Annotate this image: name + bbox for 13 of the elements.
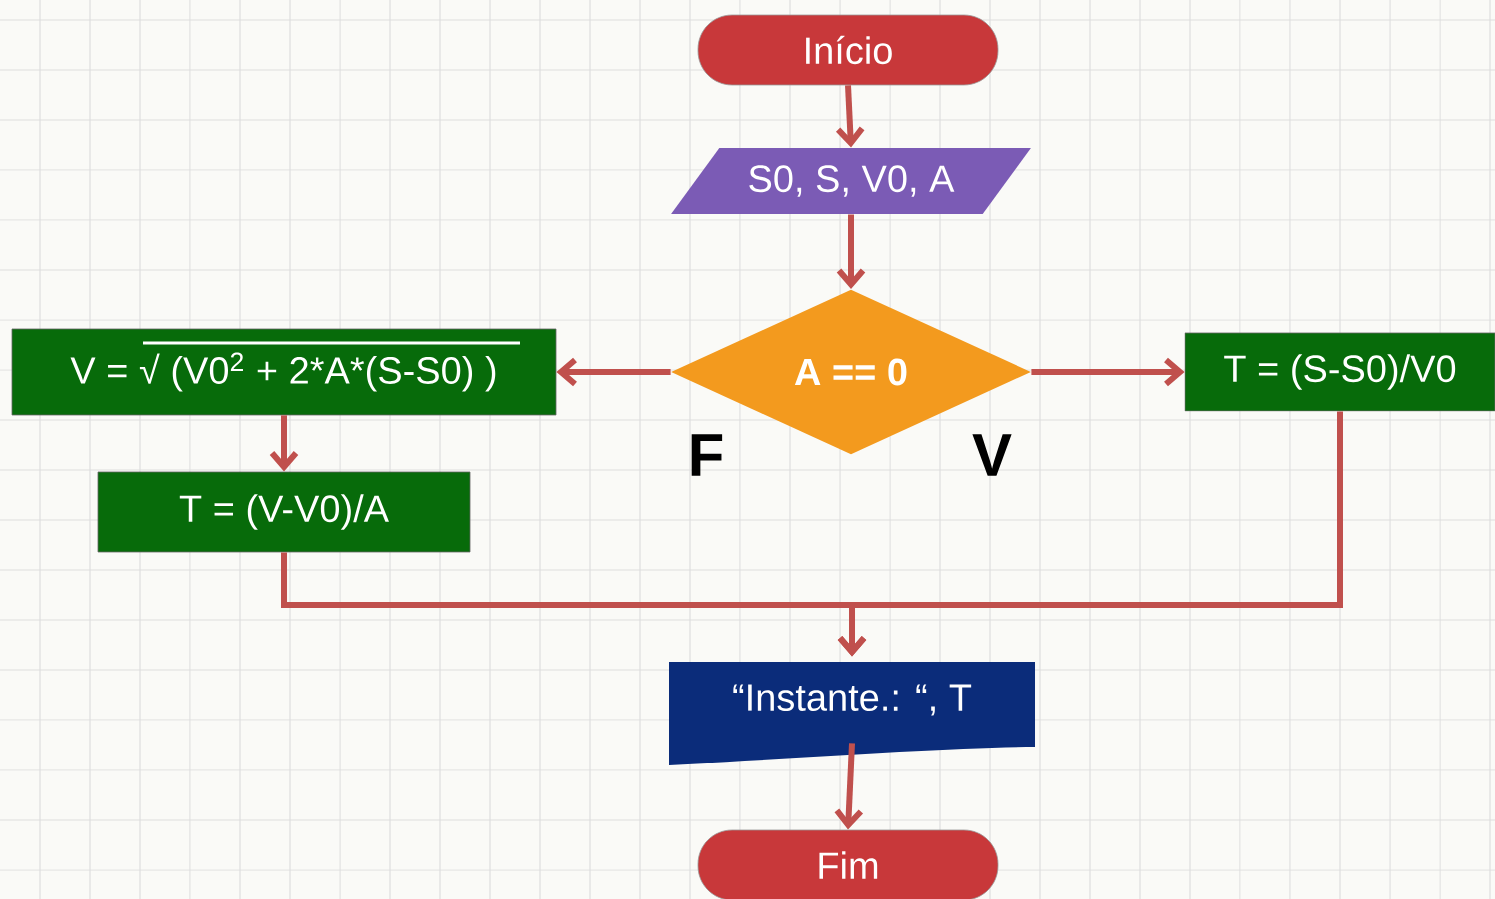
arrow (835, 85, 865, 148)
arrow (269, 415, 299, 472)
process-box: T = (V-V0)/A (97, 471, 471, 553)
arrow (837, 411, 1343, 657)
input-parallelogram: S0, S, V0, A (671, 148, 1031, 214)
arrow (836, 214, 866, 290)
start-terminal: Início (697, 14, 999, 86)
arrow (556, 357, 671, 387)
arrow (1031, 357, 1185, 387)
arrow (834, 743, 864, 830)
process-box: V = √ (V0$^{2}$ + 2*A*(S-S0) ) (11, 328, 557, 416)
end-terminal: Fim (697, 829, 999, 899)
process-box: T = (S-S0)/V0 (1184, 332, 1495, 412)
